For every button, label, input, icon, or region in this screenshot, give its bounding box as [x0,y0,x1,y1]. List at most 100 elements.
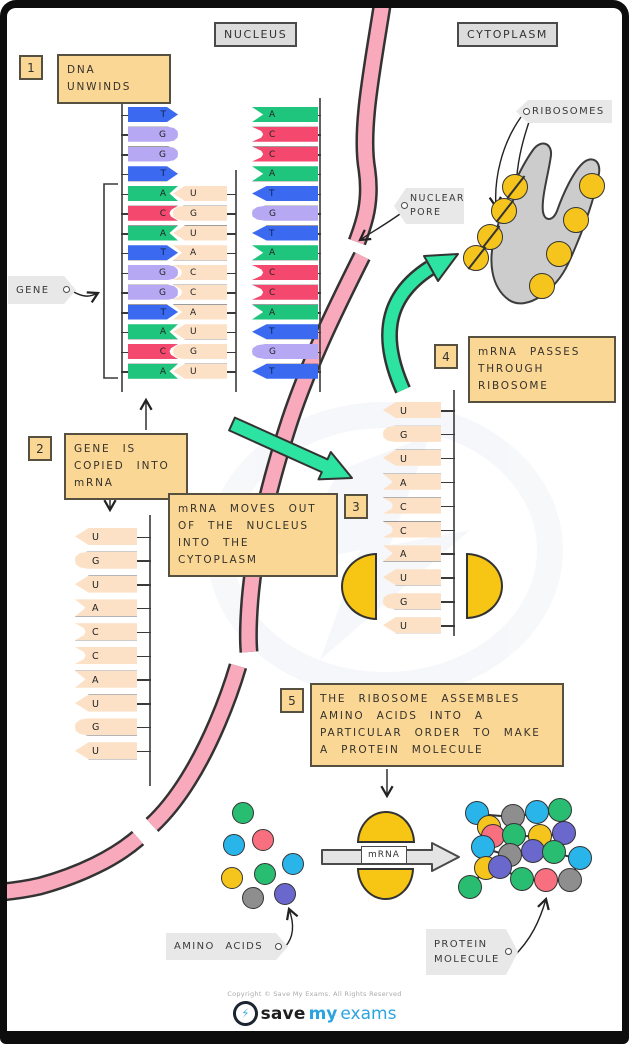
base-connector [317,312,321,314]
base-connector [121,154,129,156]
base-connector [226,193,236,195]
ribosome-dot-icon [463,245,489,271]
base-T: T [128,245,178,261]
molecule-dot-icon [254,863,276,885]
base-connector [317,252,321,255]
base-connector [317,173,321,176]
base-connector [136,726,151,729]
ribosome-bottom-half [357,868,414,900]
base-U: U [75,694,137,712]
base-connector [136,679,151,681]
base-connector [121,233,129,235]
step-5-number: 5 [280,688,304,713]
base-connector [121,312,129,314]
base-connector [226,371,236,373]
amino-acids-tag: AMINO ACIDS [166,933,288,960]
base-connector [317,114,321,116]
base-connector [136,584,151,586]
base-T: T [252,363,318,379]
base-A: A [75,670,137,688]
base-connector [226,312,236,314]
base-connector [317,134,321,136]
ribosomes-tag-label: RIBOSOMES [532,106,605,117]
tag-hole-icon [275,943,282,950]
base-C: C [128,205,178,221]
molecule-dot-icon [525,800,549,824]
base-C: C [75,623,137,641]
base-G: G [128,265,178,280]
base-U: U [75,575,137,593]
base-A: A [252,245,318,261]
base-connector [226,272,236,274]
base-connector [317,154,321,156]
base-U: U [383,617,441,634]
base-A: A [383,545,441,562]
base-C: C [252,284,318,300]
base-connector [136,560,151,562]
molecule-dot-icon [546,241,572,267]
base-U: U [173,225,227,241]
base-connector [226,331,236,334]
base-A: A [128,324,178,340]
base-A: A [128,186,178,201]
copyright-text: Copyright © Save My Exams. All Rights Re… [227,990,402,998]
molecule-dot-icon [529,273,555,299]
base-connector [440,553,455,555]
base-G: G [383,593,441,610]
base-U: U [383,402,441,418]
ribosome-dot-icon [491,198,517,224]
amino-acids-tag-label: AMINO ACIDS [174,941,263,952]
logo-word-my: my [308,1003,338,1024]
base-C: C [75,647,137,664]
logo-word-exams: exams [340,1003,397,1024]
base-T: T [252,225,318,241]
base-connector [136,631,151,634]
base-connector [440,529,455,531]
base-C: C [383,497,441,514]
logo-word-save: save [260,1003,306,1024]
cytoplasm-label: CYTOPLASM [457,22,558,47]
base-connector [440,481,455,484]
molecule-dot-icon [563,207,589,233]
base-A: A [75,599,137,617]
nuclear-pore-tag: NUCLEAR PORE [394,188,464,224]
base-connector [136,607,151,610]
base-connector [226,351,236,353]
base-connector [121,252,129,255]
base-U: U [75,528,137,545]
arrow-to-ribosome [381,253,459,394]
base-connector [121,114,129,116]
base-G: G [173,344,227,359]
protein-molecule-tag-label: PROTEIN MOLECULE [434,939,500,965]
base-connector [136,655,151,657]
base-connector [121,292,129,294]
base-A: A [128,225,178,241]
ribosome-dot-slash [467,246,487,270]
base-connector [317,233,321,235]
molecule-dot-icon [232,802,254,824]
base-C: C [383,521,441,538]
molecule-dot-icon [558,868,582,892]
base-C: C [128,344,178,359]
molecule-dot-icon [242,887,264,909]
base-connector [226,252,236,255]
ribosome-dot-slash [495,199,515,223]
base-C: C [252,146,318,162]
base-U: U [173,186,227,201]
base-C: C [173,265,227,280]
base-connector [121,173,129,176]
molecule-dot-icon [252,829,274,851]
base-connector [121,134,129,136]
molecule-dot-icon [542,840,566,864]
gene-tag: GENE [8,276,76,304]
nucleus-label: NUCLEUS [214,22,298,47]
molecule-dot-icon [579,173,605,199]
molecule-dot-icon [274,883,296,905]
base-G: G [173,205,227,221]
molecule-dot-icon [510,867,534,891]
base-connector [440,601,455,603]
step-2-box: GENE IS COPIED INTO mRNA [64,433,188,500]
molecule-dot-icon [223,834,245,856]
base-C: C [252,126,318,142]
